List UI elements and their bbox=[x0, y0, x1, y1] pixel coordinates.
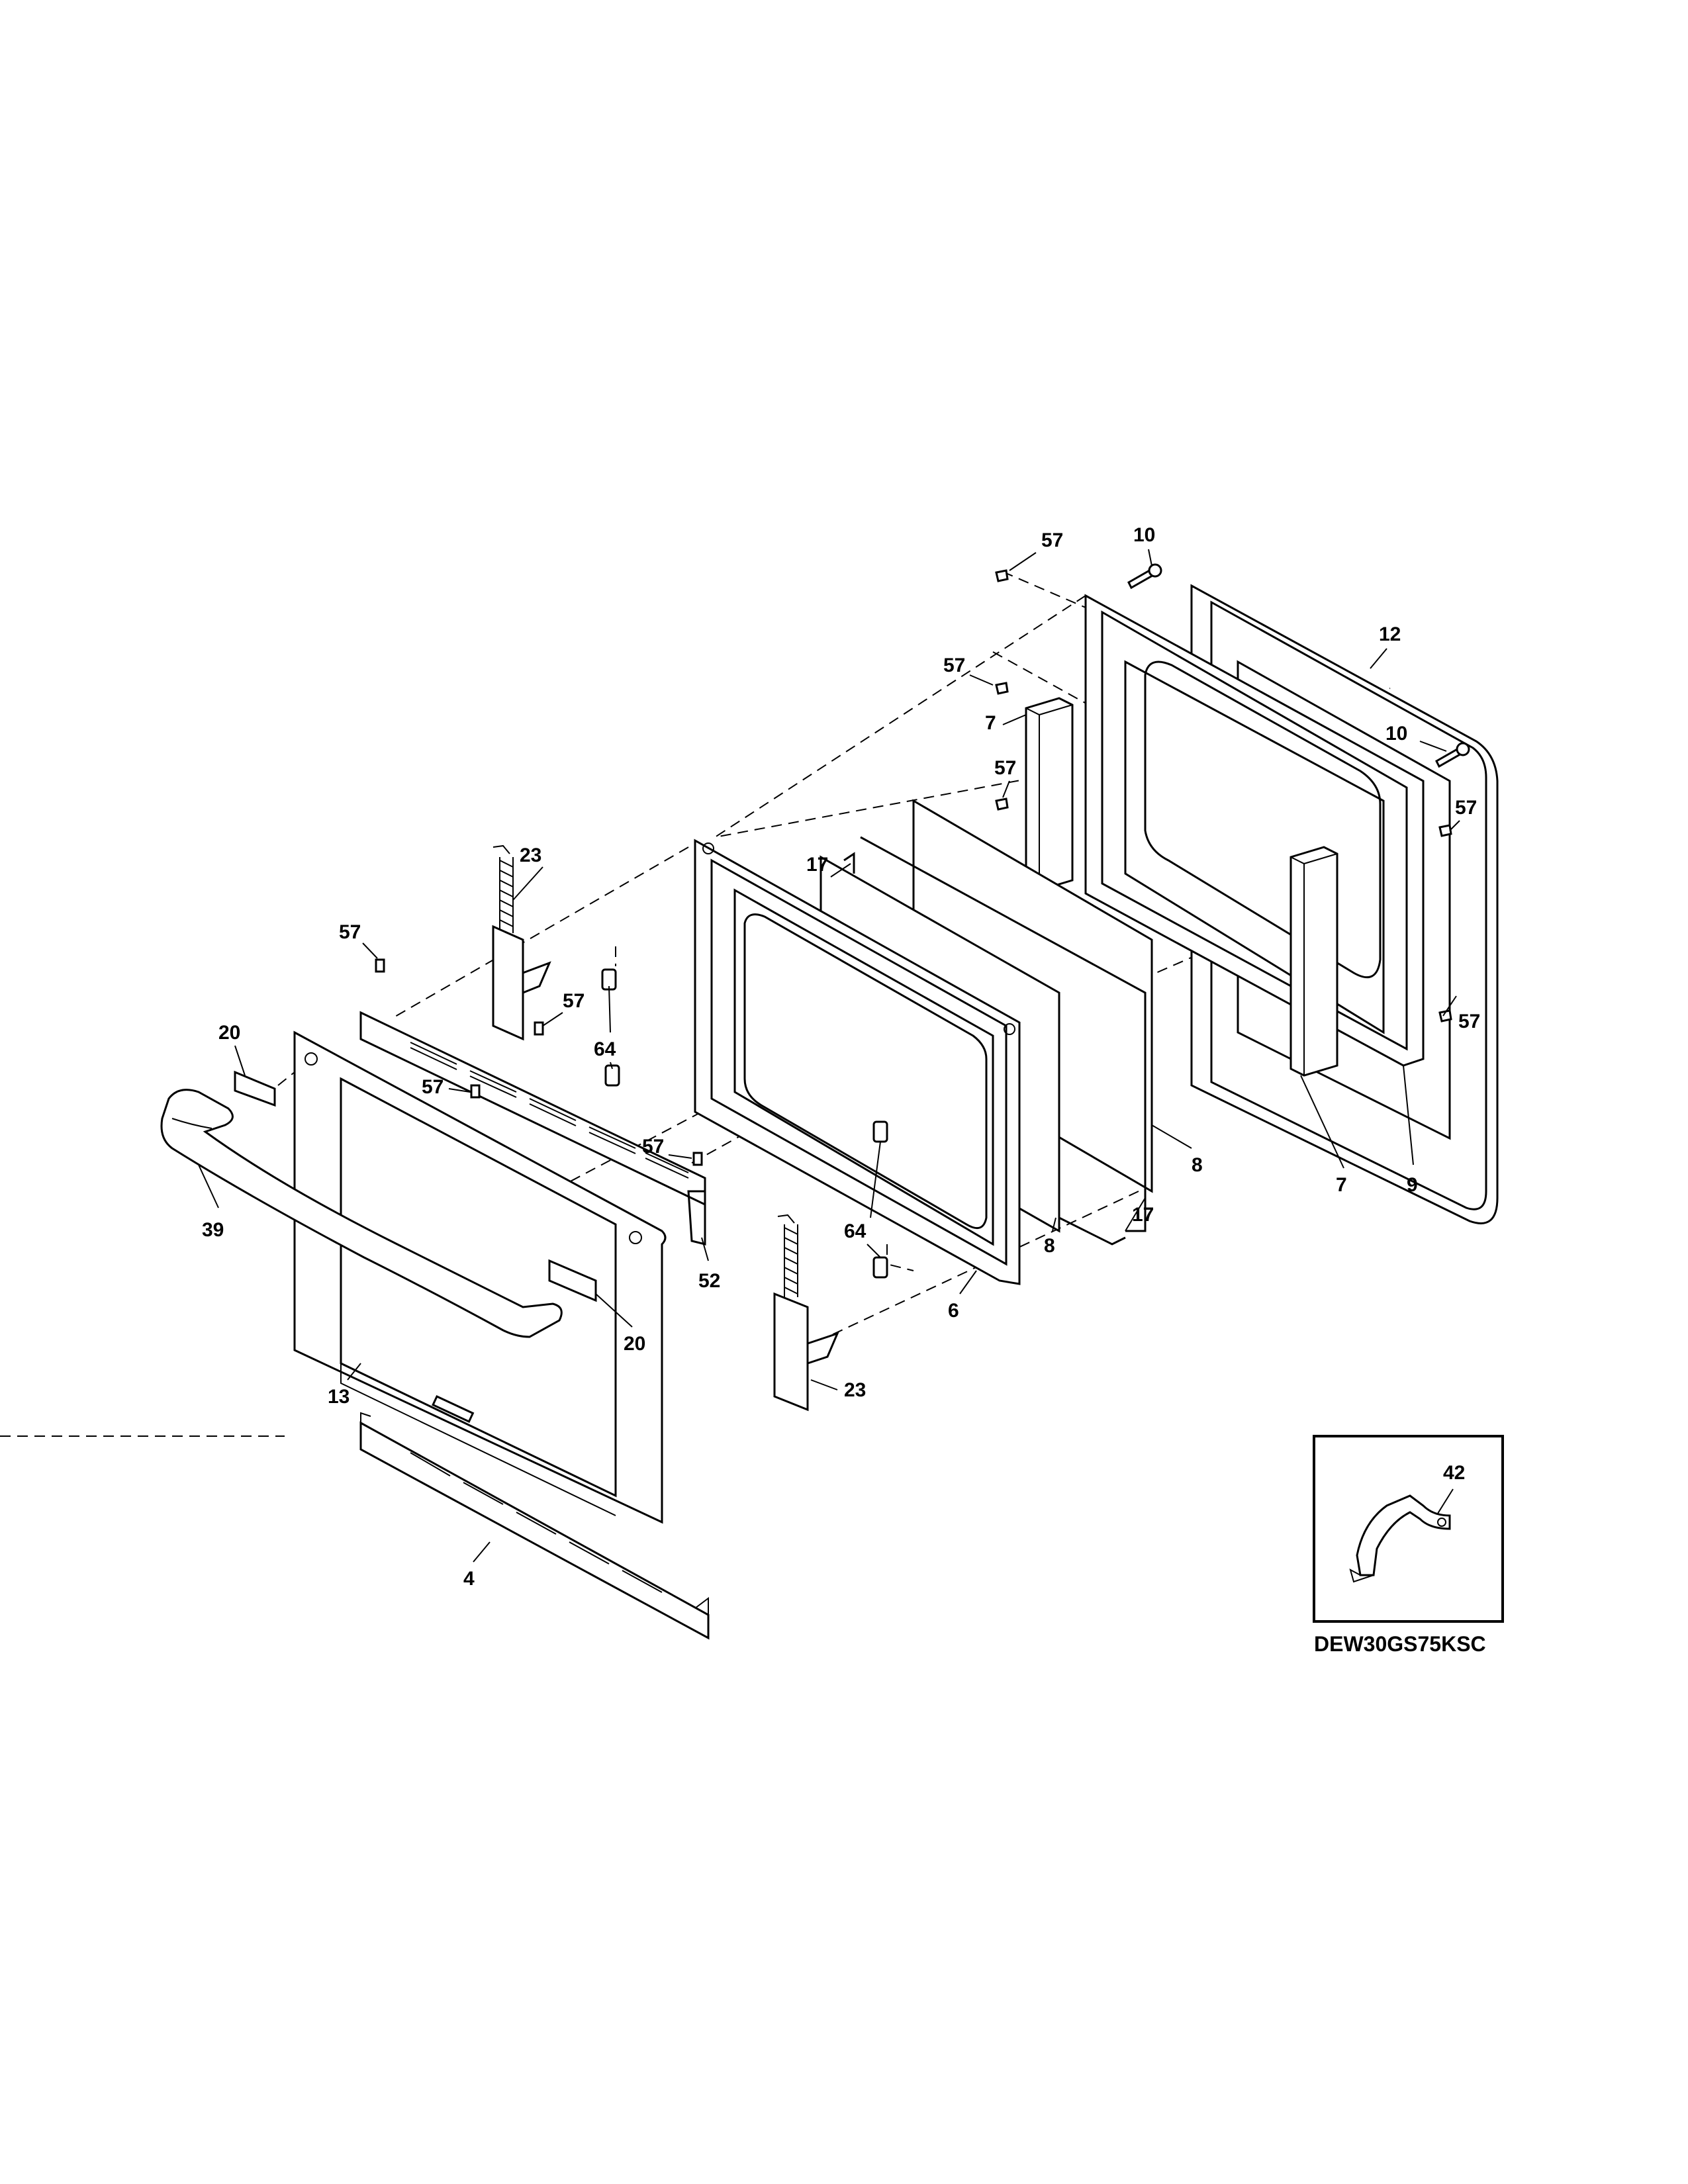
label-10: 10 bbox=[1385, 723, 1407, 745]
label-57: 57 bbox=[1041, 529, 1063, 551]
label-4: 4 bbox=[463, 1568, 475, 1590]
hinge-23-lower bbox=[773, 1214, 839, 1412]
outer-door-13 bbox=[293, 1030, 667, 1524]
label-64: 64 bbox=[844, 1220, 867, 1242]
label-23: 23 bbox=[520, 844, 541, 866]
model-number: DEW30GS75KSC bbox=[1314, 1632, 1486, 1656]
label-57: 57 bbox=[1455, 797, 1477, 819]
label-57: 57 bbox=[339, 921, 361, 943]
label-9: 9 bbox=[1407, 1174, 1418, 1196]
label-8: 8 bbox=[1192, 1154, 1203, 1176]
badge-20-right bbox=[548, 1259, 597, 1302]
top-vent-trim-52 bbox=[359, 1011, 706, 1246]
glass-frame-17 bbox=[843, 836, 1147, 1246]
label-57: 57 bbox=[422, 1076, 444, 1098]
label-57: 57 bbox=[994, 757, 1016, 779]
label-39: 39 bbox=[202, 1219, 224, 1241]
label-57: 57 bbox=[642, 1136, 664, 1158]
label-42: 42 bbox=[1443, 1462, 1465, 1484]
label-12: 12 bbox=[1379, 623, 1401, 645]
label-8: 8 bbox=[1044, 1235, 1055, 1257]
label-17: 17 bbox=[1132, 1204, 1154, 1226]
screws-57 bbox=[375, 569, 1452, 1166]
door-handle-39 bbox=[160, 1089, 563, 1338]
label-64: 64 bbox=[594, 1038, 616, 1060]
label-57: 57 bbox=[1458, 1011, 1480, 1032]
insulation-block-7-left bbox=[1025, 697, 1074, 891]
part-labels: 57 10 12 57 7 10 57 57 17 23 57 57 20 64… bbox=[202, 524, 1480, 1590]
bolts-10 bbox=[1127, 563, 1470, 768]
label-7: 7 bbox=[1336, 1174, 1347, 1196]
inner-door-frame-6 bbox=[694, 839, 1021, 1285]
label-20: 20 bbox=[624, 1333, 645, 1355]
label-6: 6 bbox=[948, 1300, 959, 1322]
label-57: 57 bbox=[563, 990, 585, 1012]
insulation-block-7-right bbox=[1289, 846, 1338, 1077]
bracket-42 bbox=[1349, 1494, 1451, 1583]
leader-lines bbox=[198, 549, 1460, 1563]
label-10: 10 bbox=[1133, 524, 1155, 546]
label-20: 20 bbox=[218, 1022, 240, 1044]
badge-20-left bbox=[234, 1070, 276, 1107]
label-7: 7 bbox=[985, 712, 996, 734]
bumpers-64 bbox=[601, 968, 888, 1279]
label-13: 13 bbox=[328, 1386, 350, 1408]
label-17: 17 bbox=[806, 854, 828, 876]
bottom-vent-trim-4 bbox=[359, 1412, 710, 1640]
label-57: 57 bbox=[943, 655, 965, 676]
inner-door-liner-9 bbox=[1084, 594, 1425, 1067]
label-52: 52 bbox=[698, 1270, 720, 1292]
inset-box: 42 bbox=[1313, 1435, 1504, 1623]
label-23: 23 bbox=[844, 1379, 866, 1401]
hinge-23-upper bbox=[492, 844, 551, 1041]
